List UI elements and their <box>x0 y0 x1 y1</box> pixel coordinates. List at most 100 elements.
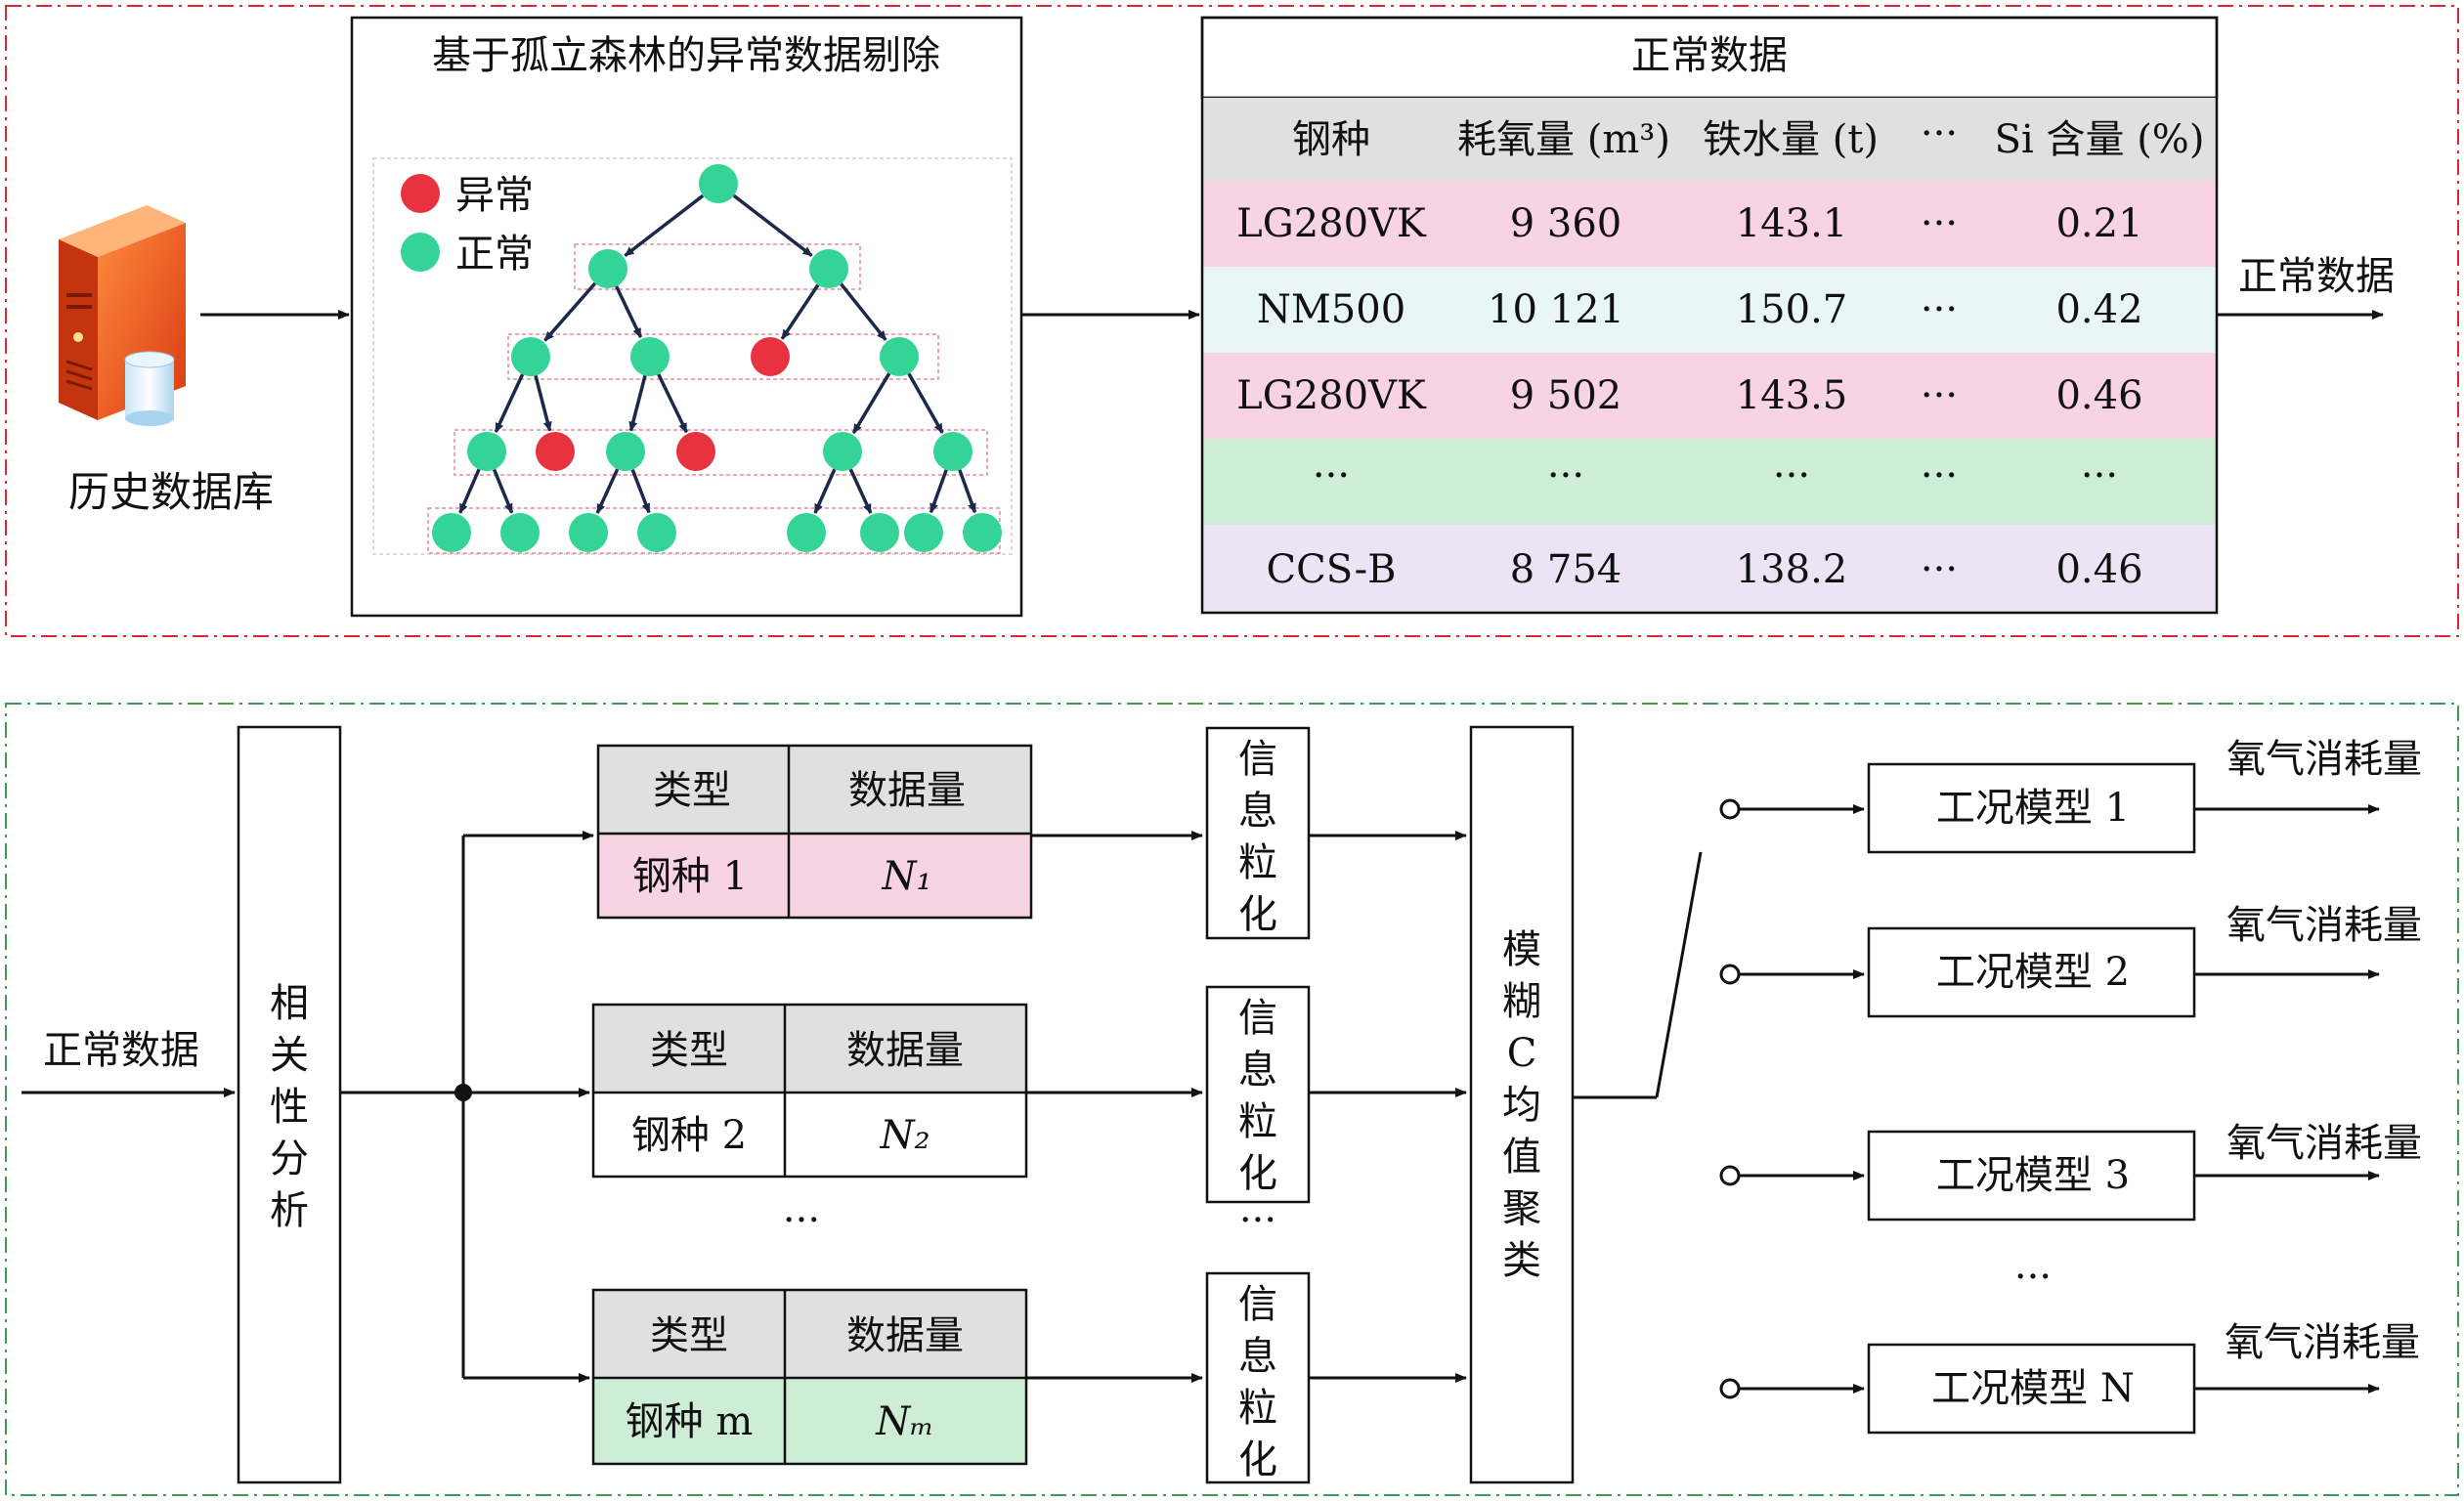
table-row-4 <box>1202 439 2217 525</box>
group-table-1: 类型 数据量 钢种 1 N₁ <box>596 744 1033 920</box>
correlation-label: 相关性分析 <box>270 981 309 1233</box>
model-row-n: 工况模型 N 氧气消耗量 <box>1719 1320 2420 1435</box>
granulation-box-2 <box>1205 985 1311 1204</box>
tree-node-normal <box>823 432 862 471</box>
tree-area <box>372 157 1013 555</box>
group-m-header-count: 数据量 <box>846 1313 964 1358</box>
model-label-n: 工况模型 N <box>1931 1366 2135 1411</box>
model-row-3: 工况模型 3 氧气消耗量 <box>1719 1121 2422 1222</box>
table-cell: ··· <box>1547 453 1584 498</box>
granulation-label-2: 信息粒化 <box>1238 996 1277 1196</box>
bottom-panel-frame <box>5 703 2459 1496</box>
model-box-2 <box>1867 926 2196 1018</box>
switch-contact-n <box>1719 1378 1741 1399</box>
group-1-header-type: 类型 <box>653 768 731 813</box>
table-row-1 <box>1202 181 2217 267</box>
table-cell: 9 360 <box>1510 201 1622 246</box>
group-m-type: 钢种 m <box>626 1399 754 1444</box>
model-box-1 <box>1867 762 2196 854</box>
table-row-5 <box>1202 525 2217 613</box>
table-header-iron: 铁水量 (t) <box>1703 117 1879 162</box>
tree-node-normal <box>569 513 608 552</box>
group-m-header-type: 类型 <box>650 1313 728 1358</box>
table-header-ellipsis: ··· <box>1921 111 1958 156</box>
tree-edge <box>458 468 481 514</box>
tree-node-normal <box>630 337 670 376</box>
tree-node-normal <box>809 249 848 288</box>
groups-ellipsis: ··· <box>783 1198 820 1243</box>
database-label: 历史数据库 <box>68 468 274 516</box>
model-output-1: 氧气消耗量 <box>2226 737 2422 782</box>
tree-node-normal <box>963 513 1002 552</box>
model-row-2: 工况模型 2 氧气消耗量 <box>1719 903 2422 1018</box>
tree-node-abnormal <box>751 337 790 376</box>
tree-legend: 异常 正常 <box>401 173 534 277</box>
tree-edge <box>958 469 977 514</box>
group-m-count: Nₘ <box>875 1399 934 1444</box>
table-cell: ··· <box>1921 287 1958 332</box>
group-2-header-type: 类型 <box>650 1028 728 1073</box>
table-cell: ··· <box>1313 453 1350 498</box>
tree-edge <box>534 374 552 432</box>
tree-edge <box>851 372 891 435</box>
tree-node-normal <box>787 513 826 552</box>
tree-node-normal <box>606 432 645 471</box>
model-output-n: 氧气消耗量 <box>2225 1320 2420 1365</box>
legend-normal-label: 正常 <box>455 232 534 277</box>
tree-edge <box>840 282 887 341</box>
table-cell: ··· <box>1921 547 1958 592</box>
granulation-box-1 <box>1205 726 1311 940</box>
tree-node-normal <box>699 164 738 203</box>
tree-edge <box>848 468 873 514</box>
table-cell: 150.7 <box>1736 287 1848 332</box>
models-ellipsis: ··· <box>2014 1255 2052 1300</box>
table-row-3 <box>1202 353 2217 439</box>
table-cell: ··· <box>1921 453 1958 498</box>
tree-node-normal <box>500 513 540 552</box>
granulation-label-1: 信息粒化 <box>1238 737 1277 937</box>
tree-edge <box>657 373 688 434</box>
tree-node-normal <box>467 432 506 471</box>
tree-edge <box>780 283 820 340</box>
tree-edge <box>615 285 643 339</box>
tree-node-normal <box>637 513 676 552</box>
tree-node-normal <box>860 513 899 552</box>
tree-edge <box>624 193 705 257</box>
group-1-header-count: 数据量 <box>848 768 966 813</box>
tree-node-abnormal <box>676 432 715 471</box>
table-cell: CCS-B <box>1267 547 1397 592</box>
tree-edge <box>628 374 647 432</box>
tree-edge <box>494 373 525 433</box>
table-cell: NM500 <box>1257 287 1405 332</box>
table-cell: LG280VK <box>1236 373 1427 418</box>
model-label-1: 工况模型 1 <box>1936 786 2130 831</box>
granulation-ellipsis: ··· <box>1239 1198 1276 1243</box>
database-server-icon <box>59 205 186 426</box>
top-output-label: 正常数据 <box>2238 254 2395 299</box>
tree-nodes <box>432 164 1002 552</box>
tree-node-normal <box>588 249 627 288</box>
switch-contact-1 <box>1719 798 1741 820</box>
group-table-m: 类型 数据量 钢种 m Nₘ <box>591 1288 1028 1466</box>
group-2-type: 钢种 2 <box>631 1113 747 1158</box>
table-cell: 10 121 <box>1488 287 1624 332</box>
model-label-2: 工况模型 2 <box>1936 950 2130 995</box>
legend-abnormal-dot <box>401 174 440 213</box>
group-2-header-count: 数据量 <box>846 1028 964 1073</box>
bottom-input-label: 正常数据 <box>43 1028 199 1073</box>
model-row-1: 工况模型 1 氧气消耗量 <box>1719 737 2422 854</box>
normal-data-table: 正常数据 钢种 耗氧量 (m³) 铁水量 (t) ··· Si 含量 (%) L… <box>1200 16 2219 615</box>
table-header-row <box>1202 98 2217 181</box>
iforest-box <box>350 16 1023 618</box>
table-cell: 0.46 <box>2055 373 2142 418</box>
model-label-3: 工况模型 3 <box>1936 1153 2130 1198</box>
fcm-box <box>1469 725 1575 1484</box>
group-1-count: N₁ <box>881 854 931 899</box>
model-box-3 <box>1867 1130 2196 1222</box>
top-panel-frame <box>5 5 2459 637</box>
legend-abnormal-label: 异常 <box>455 173 534 218</box>
tree-node-normal <box>880 337 919 376</box>
table-cell: 143.5 <box>1736 373 1848 418</box>
tree-edge <box>543 281 597 342</box>
